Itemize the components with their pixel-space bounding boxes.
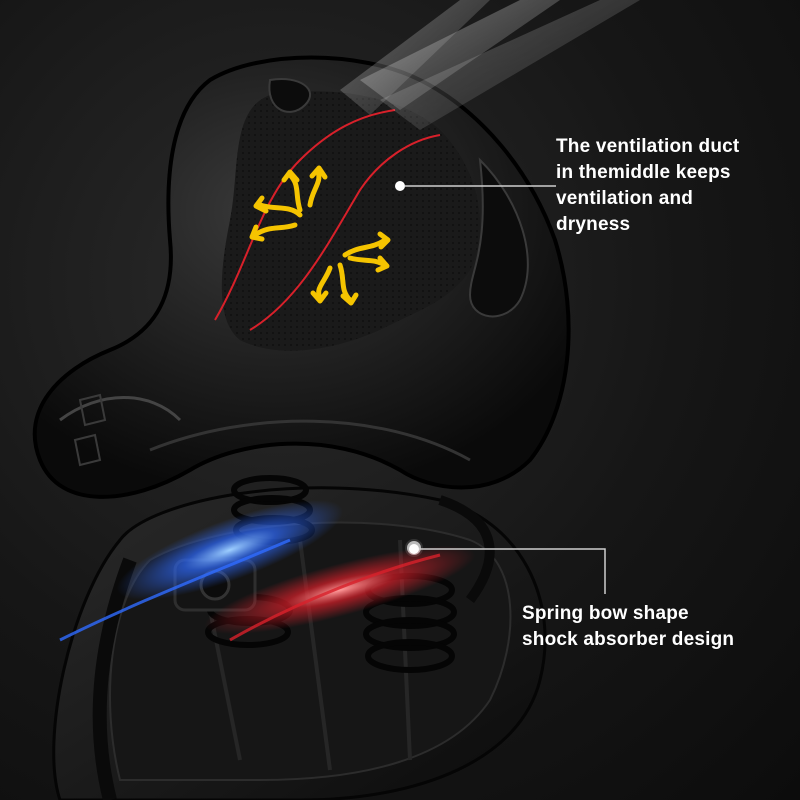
red-light-streak <box>204 545 476 635</box>
callout-line: Spring bow shape <box>522 603 689 624</box>
callout-line: dryness <box>556 214 631 235</box>
saddle-cushion <box>32 55 571 499</box>
callout-leader-top <box>395 181 556 191</box>
spring-callout: Spring bow shape shock absorber design <box>522 601 734 653</box>
callout-line: The ventilation duct <box>556 136 740 157</box>
ventilation-callout: The ventilation duct in themiddle keeps … <box>556 134 739 238</box>
logo-emboss <box>73 393 107 467</box>
callout-line: in themiddle keeps <box>556 162 731 183</box>
callout-line: ventilation and <box>556 188 694 209</box>
callout-leader-bottom <box>409 544 606 594</box>
ventilation-light-beams <box>340 0 640 130</box>
airflow-arrows <box>249 165 391 306</box>
blue-light-streak <box>116 500 344 600</box>
callout-line: shock absorber design <box>522 629 735 650</box>
